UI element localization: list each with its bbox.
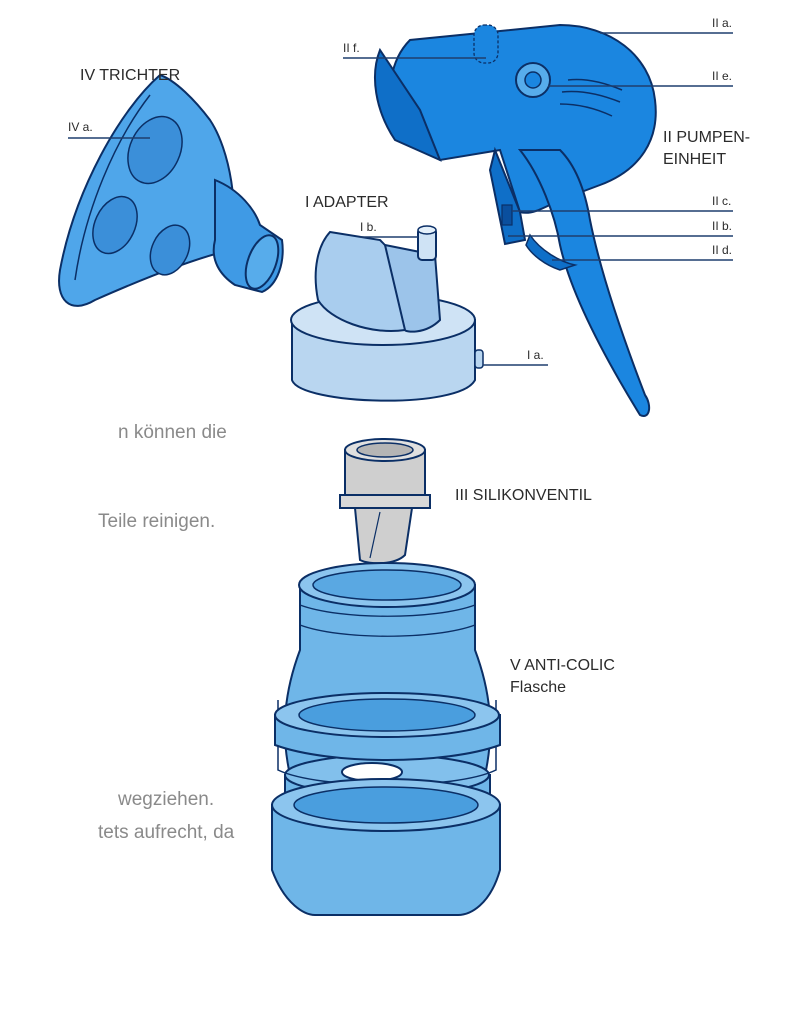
bg-text-line-3: wegziehen. [117,789,214,810]
label-pump-line2: EINHEIT [663,151,726,168]
valve-part [340,439,430,563]
label-flasche-line2: Flasche [510,679,566,696]
funnel-part [59,75,285,306]
label-trichter: IV TRICHTER [80,67,180,84]
label-pump-line1: II PUMPEN- [663,129,750,146]
bottle-part [272,563,500,915]
label-pump-d: II d. [712,243,732,257]
label-ventil: III SILIKONVENTIL [455,487,592,504]
label-pump-e: II e. [712,69,732,83]
label-adapter: I ADAPTER [305,194,389,211]
bg-text-line-4: tets aufrecht, da [98,822,235,843]
label-pump-c: II c. [712,194,731,208]
label-trichter-a: IV a. [68,120,93,134]
bg-text-line-1: n können die [118,422,227,443]
bg-text-line-2: Teile reinigen. [98,511,215,532]
label-flasche-line1: V ANTI-COLIC [510,657,615,674]
label-adapter-a: I a. [527,348,544,362]
label-pump-f: II f. [343,41,360,55]
label-adapter-b: I b. [360,220,377,234]
label-pump-b: II b. [712,219,732,233]
adapter-part [291,226,548,401]
label-pump-a: II a. [712,16,732,30]
